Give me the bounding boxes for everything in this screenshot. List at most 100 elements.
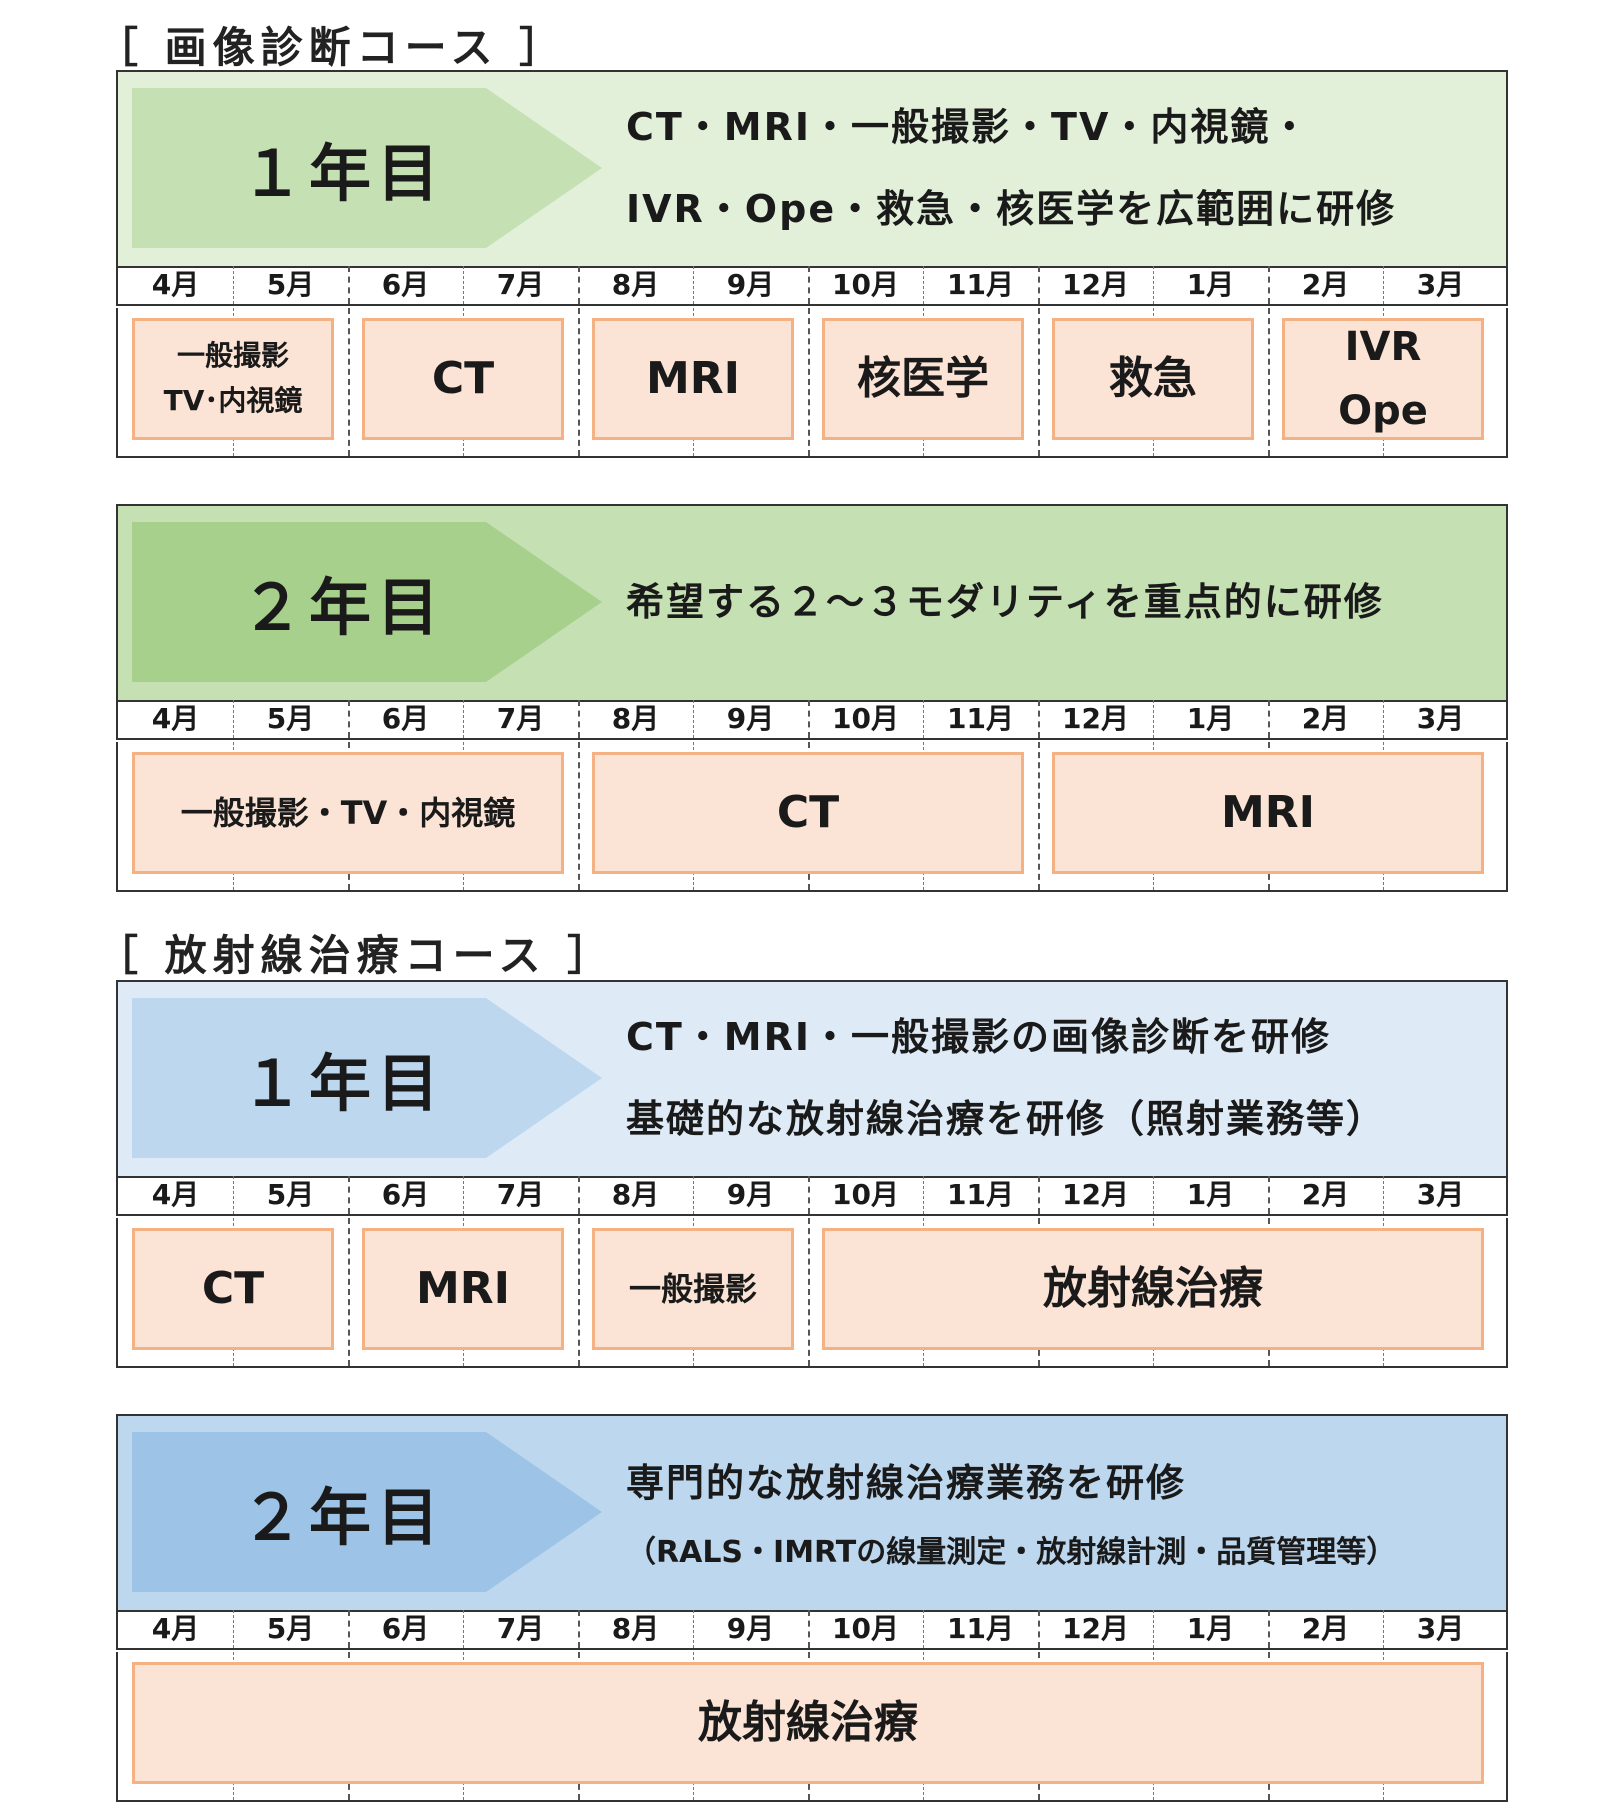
rotation-row: 放射線治療 (116, 1652, 1508, 1802)
rotation-text: 放射線治療 (1043, 1263, 1263, 1316)
course-title: ［ 画像診断コース ］ (96, 23, 568, 72)
month-label: 7月 (496, 268, 545, 301)
year-arrow-shape (132, 88, 602, 248)
month-divider (1383, 700, 1384, 738)
description-line: CT・MRI・一般撮影の画像診断を研修 (626, 1015, 1332, 1059)
month-divider (578, 308, 580, 456)
month-label: 9月 (726, 1612, 775, 1645)
month-divider (578, 1218, 580, 1366)
month-label: 4月 (151, 1612, 200, 1645)
month-label: 12月 (1062, 268, 1129, 301)
month-divider (808, 308, 810, 456)
month-label: 8月 (611, 1612, 660, 1645)
rotation-label: Ope (1338, 388, 1428, 434)
month-divider (693, 266, 694, 304)
month-divider (808, 1610, 810, 1648)
rotation-box: 救急 (1052, 318, 1254, 440)
rotation-label: MRI (645, 352, 741, 404)
month-label: 10月 (832, 268, 899, 301)
description-line: 基礎的な放射線治療を研修（照射業務等） (626, 1097, 1387, 1141)
rotation-box: 放射線治療 (132, 1662, 1484, 1784)
rotation-box: CT (132, 1228, 334, 1350)
year-arrow-shape (132, 522, 602, 682)
year-description: 専門的な放射線治療業務を研修（RALS・IMRTの線量測定・放射線計測・品質管理… (626, 1432, 1496, 1592)
month-divider (1268, 266, 1270, 304)
month-divider (463, 266, 464, 304)
month-divider (1038, 742, 1040, 890)
month-divider (1038, 308, 1040, 456)
year-header: ２年目 希望する２～３モダリティを重点的に研修 (116, 504, 1508, 702)
month-label: 3月 (1416, 1612, 1465, 1645)
month-label: 12月 (1062, 1178, 1129, 1211)
year-arrow (132, 998, 602, 1158)
month-divider (808, 700, 810, 738)
description-line: CT・MRI・一般撮影・TV・内視鏡・ (626, 105, 1311, 149)
rotation-label: IVR (1344, 324, 1422, 370)
month-divider (1268, 1176, 1270, 1214)
year-label: ２年目 (240, 571, 445, 644)
year-arrow-shape (132, 1432, 602, 1592)
rotation-text: CT (432, 353, 494, 406)
year-label: １年目 (240, 137, 445, 210)
year-arrow (132, 88, 602, 248)
month-divider (693, 1176, 694, 1214)
month-label: 3月 (1416, 1178, 1465, 1211)
month-label: 2月 (1301, 1178, 1350, 1211)
rotation-label: TV･内視鏡 (163, 384, 303, 417)
month-label: 5月 (266, 702, 315, 735)
description-line: 専門的な放射線治療業務を研修 (626, 1461, 1187, 1505)
rotation-box: 放射線治療 (822, 1228, 1484, 1350)
rotation-label: CT (776, 786, 840, 838)
month-divider (923, 700, 924, 738)
month-label: 9月 (726, 268, 775, 301)
month-label: 8月 (611, 702, 660, 735)
rotation-label: 救急 (1109, 352, 1197, 404)
month-label: 2月 (1301, 268, 1350, 301)
month-label: 7月 (496, 1612, 545, 1645)
month-label: 6月 (381, 1178, 430, 1211)
month-label: 6月 (381, 1612, 430, 1645)
rotation-text: 核医学 (857, 353, 989, 406)
month-divider (1153, 700, 1154, 738)
month-divider (1383, 1176, 1384, 1214)
month-divider (1153, 1176, 1154, 1214)
month-label: 8月 (611, 1178, 660, 1211)
month-divider (233, 1610, 234, 1648)
month-divider (808, 266, 810, 304)
month-divider (578, 700, 580, 738)
month-divider (233, 700, 234, 738)
month-divider (348, 1176, 350, 1214)
month-divider (923, 1610, 924, 1648)
month-label: 9月 (726, 702, 775, 735)
month-divider (1268, 1610, 1270, 1648)
month-label: 12月 (1062, 1612, 1129, 1645)
rotation-box: MRI (592, 318, 794, 440)
year-description: 希望する２～３モダリティを重点的に研修 (626, 522, 1496, 682)
month-label: 9月 (726, 1178, 775, 1211)
month-label: 4月 (151, 268, 200, 301)
month-label: 12月 (1062, 702, 1129, 735)
month-label: 2月 (1301, 702, 1350, 735)
rotation-text: MRI (416, 1263, 510, 1316)
rotation-label: CT (201, 1262, 265, 1314)
month-label: 7月 (496, 702, 545, 735)
rotation-text: 放射線治療 (698, 1697, 918, 1750)
month-divider (1153, 1610, 1154, 1648)
month-divider (693, 1610, 694, 1648)
month-divider (1383, 266, 1384, 304)
rotation-label: 放射線治療 (698, 1696, 918, 1748)
month-divider (578, 266, 580, 304)
year-header: ２年目専門的な放射線治療業務を研修（RALS・IMRTの線量測定・放射線計測・品… (116, 1414, 1508, 1612)
month-divider (233, 266, 234, 304)
month-divider (578, 1176, 580, 1214)
rotation-text: CT (202, 1263, 264, 1316)
rotation-label: MRI (415, 1262, 511, 1314)
month-divider (1153, 266, 1154, 304)
